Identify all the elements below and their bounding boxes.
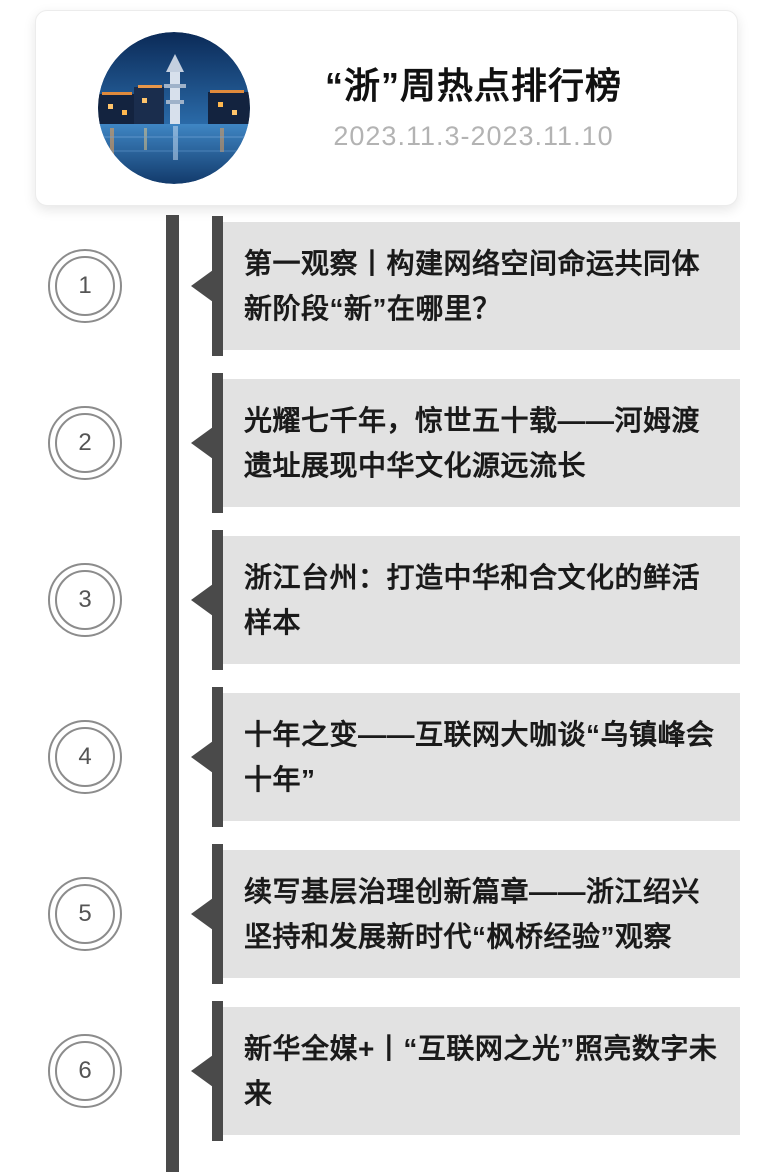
news-title: 第一观察丨构建网络空间命运共同体新阶段“新”在哪里？ (244, 247, 701, 324)
arrow-left-icon (191, 427, 213, 459)
item-accent-bar (212, 216, 223, 356)
rank-column: 3 (0, 563, 170, 637)
news-item[interactable]: 浙江台州：打造中华和合文化的鲜活样本 (191, 530, 740, 670)
news-title: 十年之变——互联网大咖谈“乌镇峰会十年” (244, 718, 715, 795)
rank-badge: 1 (48, 249, 122, 323)
ranking-row: 5 续写基层治理创新篇章——浙江绍兴坚持和发展新时代“枫桥经验”观察 (0, 844, 772, 984)
rank-badge: 5 (48, 877, 122, 951)
arrow-left-icon (191, 741, 213, 773)
arrow-left-icon (191, 270, 213, 302)
rank-badge: 6 (48, 1034, 122, 1108)
arrow-left-icon (191, 584, 213, 616)
ranking-row: 2 光耀七千年，惊世五十载——河姆渡遗址展现中华文化源远流长 (0, 373, 772, 513)
timeline-bar (166, 215, 179, 1172)
rank-number: 5 (78, 900, 92, 927)
item-accent-bar (212, 1001, 223, 1141)
news-title: 续写基层治理创新篇章——浙江绍兴坚持和发展新时代“枫桥经验”观察 (244, 875, 701, 952)
header-text: “浙”周热点排行榜 2023.11.3-2023.11.10 (250, 64, 707, 152)
news-item[interactable]: 新华全媒+丨“互联网之光”照亮数字未来 (191, 1001, 740, 1141)
news-item[interactable]: 续写基层治理创新篇章——浙江绍兴坚持和发展新时代“枫桥经验”观察 (191, 844, 740, 984)
page-title: “浙”周热点排行榜 (324, 64, 622, 106)
arrow-left-icon (191, 1055, 213, 1087)
ranking-row: 4 十年之变——互联网大咖谈“乌镇峰会十年” (0, 687, 772, 827)
item-accent-bar (212, 530, 223, 670)
header-card: “浙”周热点排行榜 2023.11.3-2023.11.10 (35, 10, 738, 206)
rank-number: 3 (78, 586, 92, 613)
ranking-list: 1 第一观察丨构建网络空间命运共同体新阶段“新”在哪里？ 2 光耀七千年，惊世五… (0, 216, 772, 1164)
rank-badge-inner-ring: 1 (55, 256, 115, 316)
date-range: 2023.11.3-2023.11.10 (333, 121, 614, 152)
news-title: 光耀七千年，惊世五十载——河姆渡遗址展现中华文化源远流长 (244, 404, 701, 481)
news-item[interactable]: 光耀七千年，惊世五十载——河姆渡遗址展现中华文化源远流长 (191, 373, 740, 513)
ranking-row: 6 新华全媒+丨“互联网之光”照亮数字未来 (0, 1001, 772, 1141)
rank-badge: 3 (48, 563, 122, 637)
rank-number: 4 (78, 743, 92, 770)
rank-badge-inner-ring: 4 (55, 727, 115, 787)
rank-number: 2 (78, 429, 92, 456)
news-title: 新华全媒+丨“互联网之光”照亮数字未来 (244, 1032, 718, 1109)
arrow-left-icon (191, 898, 213, 930)
rank-column: 4 (0, 720, 170, 794)
rank-column: 5 (0, 877, 170, 951)
ranking-row: 3 浙江台州：打造中华和合文化的鲜活样本 (0, 530, 772, 670)
rank-column: 6 (0, 1034, 170, 1108)
rank-badge-inner-ring: 6 (55, 1041, 115, 1101)
rank-column: 1 (0, 249, 170, 323)
rank-badge: 4 (48, 720, 122, 794)
rank-badge-inner-ring: 2 (55, 413, 115, 473)
rank-badge-inner-ring: 3 (55, 570, 115, 630)
rank-number: 1 (78, 272, 92, 299)
item-accent-bar (212, 687, 223, 827)
item-accent-bar (212, 844, 223, 984)
news-item[interactable]: 十年之变——互联网大咖谈“乌镇峰会十年” (191, 687, 740, 827)
rank-badge-inner-ring: 5 (55, 884, 115, 944)
news-title: 浙江台州：打造中华和合文化的鲜活样本 (244, 561, 701, 638)
ranking-row: 1 第一观察丨构建网络空间命运共同体新阶段“新”在哪里？ (0, 216, 772, 356)
rank-badge: 2 (48, 406, 122, 480)
item-accent-bar (212, 373, 223, 513)
rank-column: 2 (0, 406, 170, 480)
water-town-night-photo (98, 32, 250, 184)
news-item[interactable]: 第一观察丨构建网络空间命运共同体新阶段“新”在哪里？ (191, 216, 740, 356)
rank-number: 6 (78, 1057, 92, 1084)
